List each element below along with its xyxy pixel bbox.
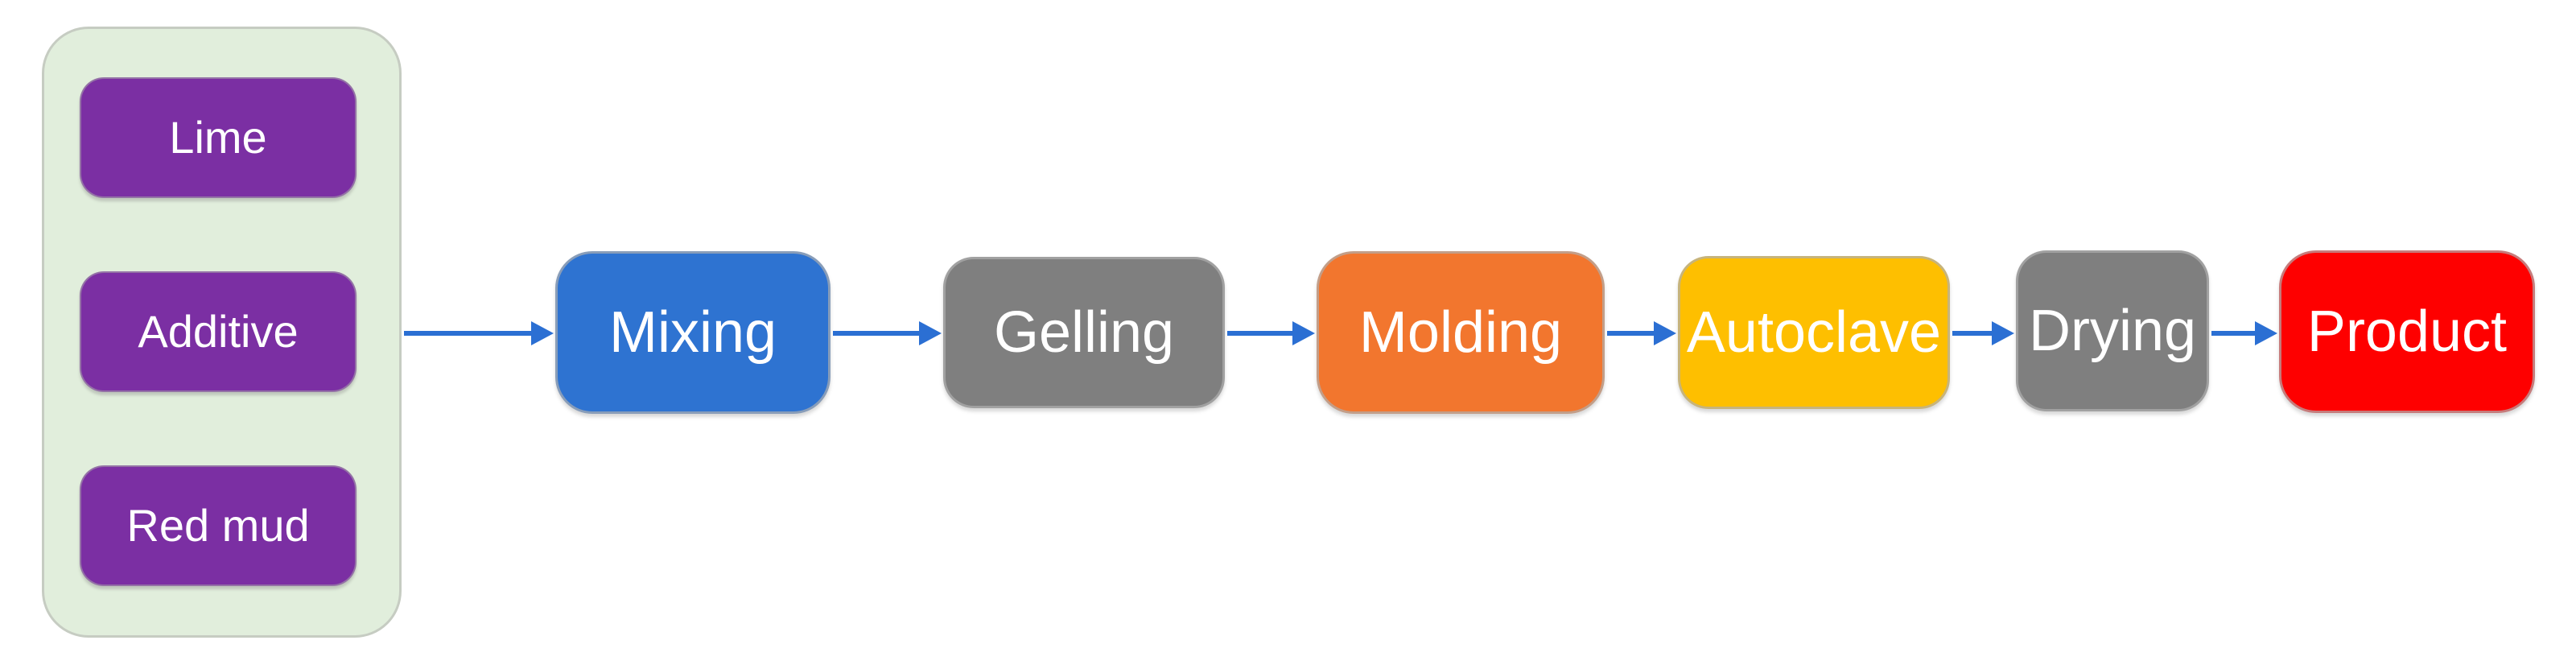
flow-arrow-drying-to-product bbox=[2211, 321, 2277, 345]
step-label-autoclave: Autoclave bbox=[1686, 300, 1942, 365]
step-product: Product bbox=[2279, 250, 2535, 413]
step-gelling: Gelling bbox=[943, 257, 1225, 408]
arrowhead-icon bbox=[2255, 321, 2277, 345]
step-label-molding: Molding bbox=[1358, 300, 1563, 365]
step-label-mixing: Mixing bbox=[608, 300, 777, 365]
input-label-red-mud: Red mud bbox=[126, 500, 310, 551]
arrowhead-icon bbox=[1292, 321, 1315, 345]
step-molding: Molding bbox=[1317, 251, 1605, 414]
step-drying: Drying bbox=[2016, 250, 2209, 411]
arrow-line bbox=[1607, 331, 1654, 336]
flow-arrow-inputs-to-mixing bbox=[404, 321, 554, 345]
arrow-line bbox=[833, 331, 919, 336]
flow-arrow-gelling-to-molding bbox=[1227, 321, 1315, 345]
flow-arrow-mixing-to-gelling bbox=[833, 321, 942, 345]
arrow-line bbox=[2211, 331, 2255, 336]
step-mixing: Mixing bbox=[555, 251, 831, 414]
flow-arrow-molding-to-autoclave bbox=[1607, 321, 1676, 345]
step-autoclave: Autoclave bbox=[1678, 256, 1950, 409]
input-label-additive: Additive bbox=[138, 306, 299, 357]
step-label-product: Product bbox=[2306, 300, 2508, 364]
inputs-group: Lime Additive Red mud bbox=[42, 27, 402, 638]
flow-arrow-autoclave-to-drying bbox=[1952, 321, 2014, 345]
arrowhead-icon bbox=[1654, 321, 1676, 345]
input-box-red-mud: Red mud bbox=[80, 465, 357, 586]
input-label-lime: Lime bbox=[169, 112, 267, 163]
input-box-lime: Lime bbox=[80, 77, 357, 198]
step-label-gelling: Gelling bbox=[993, 300, 1175, 365]
input-box-additive: Additive bbox=[80, 271, 357, 392]
arrow-line bbox=[404, 331, 531, 336]
arrow-line bbox=[1227, 331, 1292, 336]
arrowhead-icon bbox=[1992, 321, 2014, 345]
arrowhead-icon bbox=[531, 321, 554, 345]
arrow-line bbox=[1952, 331, 1992, 336]
step-label-drying: Drying bbox=[2028, 299, 2197, 363]
arrowhead-icon bbox=[919, 321, 942, 345]
